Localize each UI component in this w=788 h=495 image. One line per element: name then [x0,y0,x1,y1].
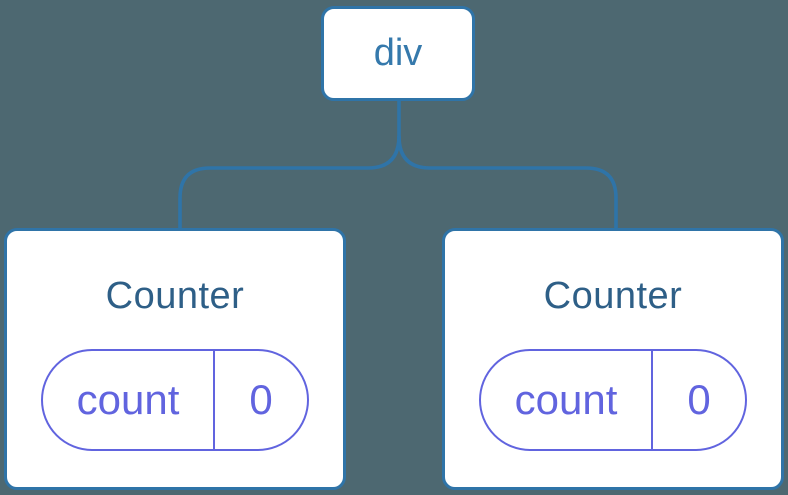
state-value-cell: 0 [653,351,745,449]
state-value-label: 0 [249,376,273,423]
state-key-label: count [76,376,180,423]
connector-branch-left [178,135,401,230]
state-value-cell: 0 [215,351,307,449]
counter-title: Counter [105,275,245,317]
root-node-label: div [373,32,423,74]
state-key-cell: count [481,351,654,449]
state-key-cell: count [43,351,216,449]
state-pill: count 0 [41,349,309,451]
counter-node-left: Counter count 0 [4,228,346,490]
state-pill: count 0 [479,349,747,451]
counter-title: Counter [543,275,683,317]
state-value-label: 0 [687,376,711,423]
counter-node-right: Counter count 0 [442,228,784,490]
root-node: div [321,6,475,101]
state-key-label: count [514,376,618,423]
connector-branch-right [397,135,618,230]
